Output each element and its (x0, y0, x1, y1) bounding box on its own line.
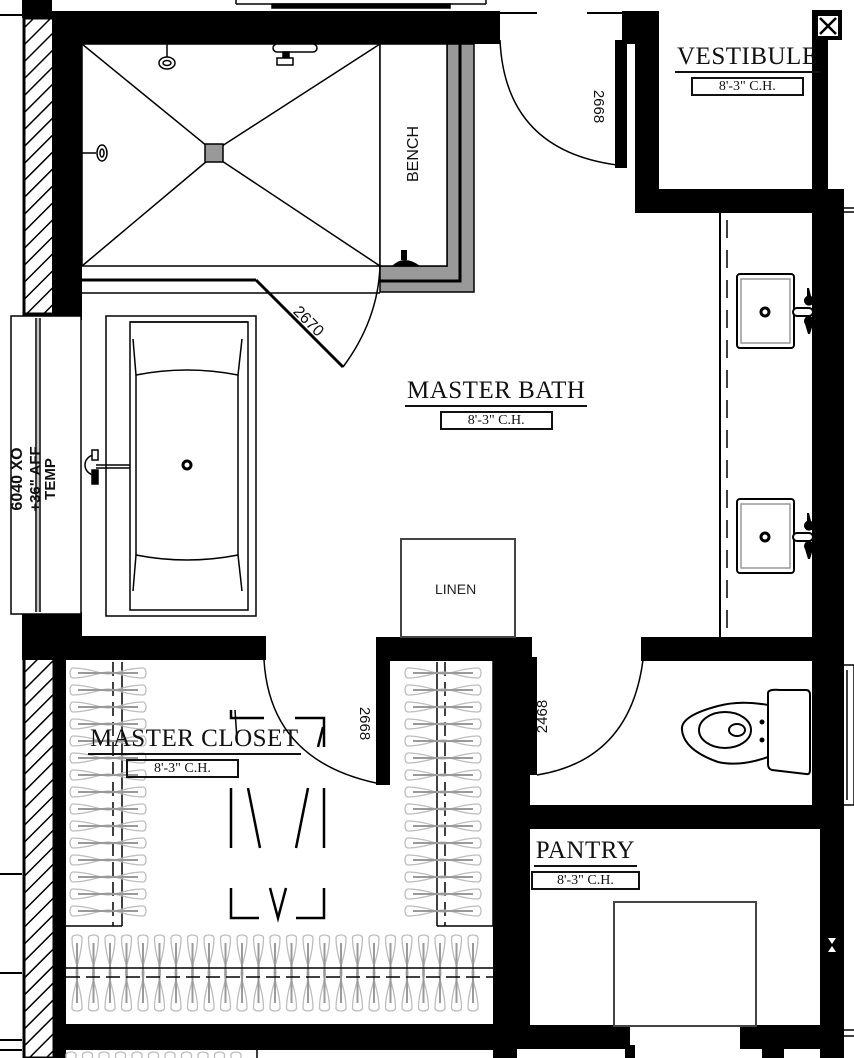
pantry-wall-marker (828, 938, 836, 952)
window-size: 6040 XO (9, 447, 26, 511)
room-name: PANTRY (533, 838, 638, 867)
closet-right-rod (404, 660, 494, 927)
toilet-door (536, 659, 644, 776)
left-edge-ticks (0, 14, 22, 1051)
shower (81, 43, 475, 369)
shower-door (254, 278, 345, 369)
ceiling-height: 8'-3" C.H. (126, 759, 239, 778)
window-note: TEMP (42, 458, 59, 500)
sink-icon (736, 273, 814, 349)
closet-bottom-rod (66, 934, 493, 1012)
window-labels: 6040 XO +36" AFF TEMP (9, 379, 59, 579)
sink-icon (736, 498, 814, 574)
toilet-icon (680, 688, 811, 776)
tub-faucet-icon (84, 449, 130, 485)
right-window-strips (839, 207, 854, 1037)
window-6040 (10, 315, 82, 615)
pantry-shelf (613, 901, 757, 1027)
vestibule-corner-marker (818, 16, 838, 36)
closet-island (229, 709, 326, 923)
closet-door-size: 2668 (356, 706, 374, 741)
linen-label: LINEN (435, 581, 477, 597)
room-name: VESTIBULE (675, 44, 820, 73)
top-edge-lines (235, 0, 487, 9)
linen-cabinet (400, 538, 516, 638)
window-height: +36" AFF (27, 446, 44, 512)
shower-door-swing (342, 265, 381, 368)
closet-door (263, 659, 377, 784)
drain-icon (204, 143, 224, 163)
shower-head-icon (158, 44, 176, 70)
bathtub (84, 315, 257, 617)
side-shower-head-icon (82, 144, 108, 162)
bath-door-size: 2668 (590, 89, 608, 124)
room-label-master-closet: MASTER CLOSET 8'-3" C.H. (88, 726, 301, 778)
room-label-master-bath: MASTER BATH 8'-3" C.H. (405, 378, 588, 430)
ceiling-height: 8'-3" C.H. (439, 411, 553, 430)
lower-closet-hangers (65, 1051, 242, 1058)
handheld-sprayer-icon (392, 250, 420, 266)
closet-left-rod (66, 662, 147, 927)
room-name: MASTER CLOSET (88, 726, 301, 755)
toilet-door-size: 2468 (534, 699, 552, 734)
shower-valve-icon (272, 43, 318, 66)
tub-drain-icon (181, 459, 193, 471)
bench-label: BENCH (405, 125, 423, 183)
ceiling-height: 8'-3" C.H. (531, 871, 640, 890)
bath-entry-door (499, 12, 622, 166)
room-label-pantry: PANTRY 8'-3" C.H. (531, 838, 640, 890)
exterior-wall-hatched (22, 0, 56, 1058)
room-label-vestibule: VESTIBULE 8'-3" C.H. (675, 44, 820, 96)
walls (22, 10, 844, 1058)
vanity (719, 213, 814, 637)
ceiling-height: 8'-3" C.H. (690, 77, 804, 96)
room-name: MASTER BATH (405, 378, 588, 407)
